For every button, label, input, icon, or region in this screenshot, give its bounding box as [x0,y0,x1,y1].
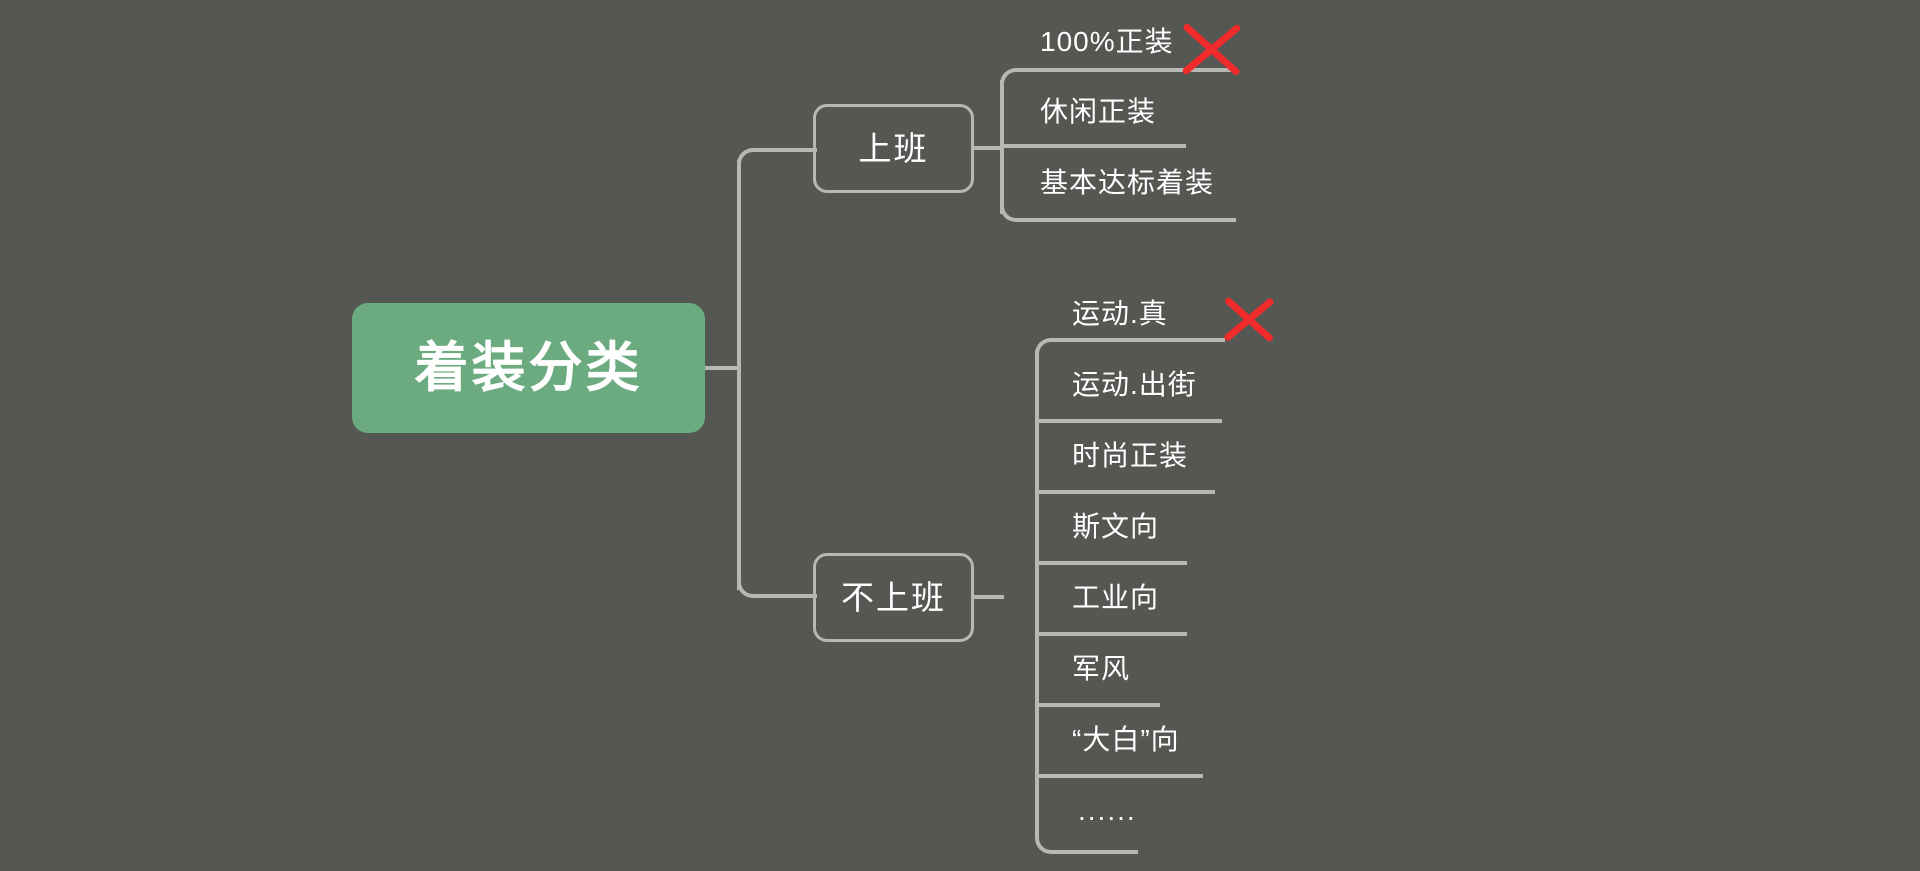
connector-leaf-offwork-3 [1035,490,1215,494]
connector-work-stub [974,146,1004,150]
leaf-label-offwork-8[interactable]: ...... [1078,795,1137,826]
connector-leaf-offwork-1 [1035,338,1225,362]
connector-elbow-to-work [737,148,817,172]
connector-offwork-leaf-trunk [1035,350,1039,830]
leaf-label-offwork-7[interactable]: “大白”向 [1072,724,1180,755]
connector-leaf-work-1 [1000,68,1236,92]
connector-leaf-offwork-7 [1035,774,1203,778]
root-node[interactable]: 着装分类 [352,303,705,433]
connector-main-trunk [737,160,741,590]
leaf-label-offwork-3[interactable]: 时尚正装 [1072,440,1189,471]
leaf-label-work-1[interactable]: 100%正装 [1040,26,1174,57]
leaf-label-offwork-1[interactable]: 运动.真 [1072,298,1168,329]
leaf-label-offwork-2[interactable]: 运动.出街 [1072,369,1197,400]
branch-node-offwork[interactable]: 不上班 [813,553,974,642]
branch-node-work-label: 上班 [858,130,929,167]
connector-leaf-work-3 [1000,198,1236,222]
connector-leaf-work-2 [1000,144,1186,148]
connector-elbow-to-offwork [737,574,817,598]
connector-leaf-offwork-6 [1035,703,1160,707]
branch-node-work[interactable]: 上班 [813,104,974,193]
connector-leaf-offwork-8 [1035,830,1138,854]
connector-offwork-stub [974,595,1004,599]
root-node-label: 着装分类 [414,338,643,398]
connector-leaf-offwork-5 [1035,632,1187,636]
connector-root-stub [705,366,741,370]
connector-leaf-offwork-4 [1035,561,1187,565]
leaf-label-offwork-6[interactable]: 军风 [1072,653,1131,684]
red-x-mark-icon-offwork-1 [1218,290,1280,348]
branch-node-offwork-label: 不上班 [841,579,946,616]
leaf-label-work-3[interactable]: 基本达标着装 [1040,167,1215,198]
leaf-label-offwork-5[interactable]: 工业向 [1072,582,1160,613]
connector-leaf-offwork-2 [1035,419,1222,423]
leaf-label-work-2[interactable]: 休闲正装 [1040,96,1157,127]
leaf-label-offwork-4[interactable]: 斯文向 [1072,511,1160,542]
